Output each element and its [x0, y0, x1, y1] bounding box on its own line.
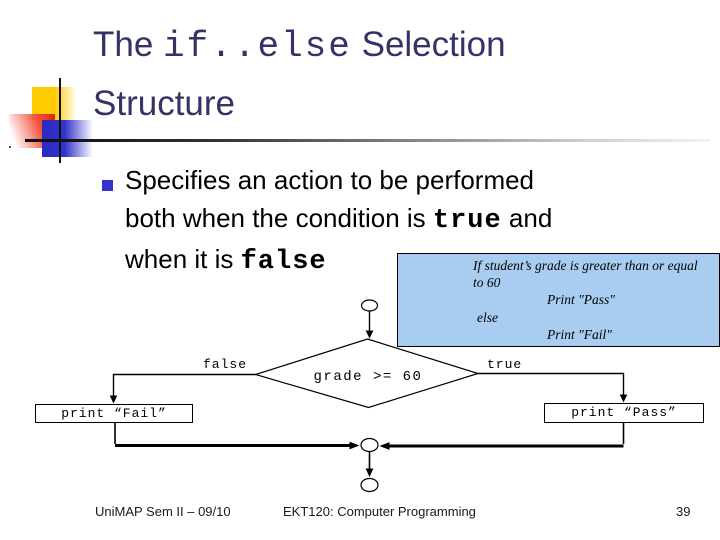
true-branch-line	[478, 372, 625, 395]
branch-label-true: true	[487, 357, 523, 372]
pseudocode-line-1: If student’s grade is greater than or eq…	[473, 258, 698, 273]
footer-page-number: 39	[676, 504, 691, 519]
pseudocode-line-4: else	[477, 309, 498, 325]
arrowhead-merge-left	[379, 442, 390, 450]
arrowhead-into-end	[365, 468, 374, 477]
process-box-print-pass: print “Pass”	[544, 403, 704, 423]
end-terminator-oval	[360, 477, 379, 493]
keyword-true: true	[432, 206, 502, 236]
false-branch-line	[112, 373, 256, 396]
title-text-post: Selection	[351, 25, 506, 64]
arrowhead-into-decision	[365, 330, 374, 339]
arrowhead-into-pass-box	[619, 394, 628, 403]
bullet-line-3-pre: when it is	[125, 244, 241, 274]
footer-course-title: EKT120: Computer Programming	[283, 504, 476, 519]
footer-course-session: UniMAP Sem II – 09/10	[95, 504, 231, 519]
decision-diamond	[253, 338, 481, 409]
decoration-blue-square	[42, 120, 93, 157]
arrowhead-merge-right	[349, 441, 360, 450]
title-text-line2: Structure	[93, 84, 235, 123]
decoration-dot	[9, 146, 11, 148]
bullet-line-2-pre: both when the condition is	[125, 203, 433, 233]
bullet-line-2: both when the condition is true and	[125, 199, 685, 240]
decision-condition-label: grade >= 60	[313, 369, 423, 385]
bullet-line-3: when it is false	[125, 240, 685, 281]
title-code-if-else: if..else	[163, 26, 352, 67]
bullet-line-1: Specifies an action to be performed	[125, 165, 535, 195]
bullet-text: Specifies an action to be performed both…	[125, 161, 685, 281]
start-terminator-oval	[360, 299, 379, 312]
bullet-square-icon	[102, 180, 113, 191]
pseudocode-callout: If student’s grade is greater than or eq…	[397, 253, 720, 347]
title-divider-rule	[25, 139, 710, 142]
pseudocode-line-3: Print "Pass"	[547, 292, 615, 308]
branch-label-false: false	[203, 357, 248, 372]
connector-oval	[360, 437, 379, 453]
process-box-print-fail: print “Fail”	[35, 404, 193, 423]
arrowhead-into-fail-box	[109, 395, 118, 404]
keyword-false: false	[240, 247, 327, 277]
decoration-vertical-line	[59, 78, 61, 163]
pseudocode-line-5: Print "Fail"	[547, 326, 612, 342]
pseudocode-line-2: to 60	[473, 275, 501, 291]
bullet-line-2-post: and	[501, 203, 553, 233]
title-text-pre: The	[93, 25, 164, 64]
